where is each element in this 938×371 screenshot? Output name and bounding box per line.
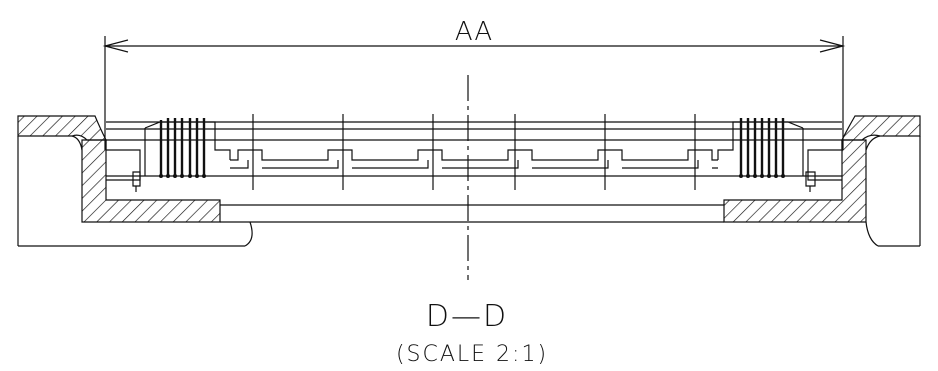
- left-frame-section: [17, 115, 253, 247]
- scale-label: (SCALE 2:1): [396, 342, 548, 367]
- right-contact-pins: [739, 174, 785, 178]
- dimension-line: [102, 36, 846, 150]
- right-frame-section: [723, 115, 921, 247]
- dimension-label: AA: [455, 17, 493, 47]
- section-title: D—D: [426, 299, 508, 334]
- right-latch: [805, 171, 816, 192]
- pin-ticks: [252, 114, 696, 190]
- left-contact-pins: [159, 174, 206, 178]
- inner-carrier: [105, 121, 843, 181]
- left-latch: [132, 171, 141, 192]
- left-spring-contacts: [159, 118, 206, 176]
- right-spring-contacts: [739, 118, 785, 176]
- body-outline: [106, 121, 842, 223]
